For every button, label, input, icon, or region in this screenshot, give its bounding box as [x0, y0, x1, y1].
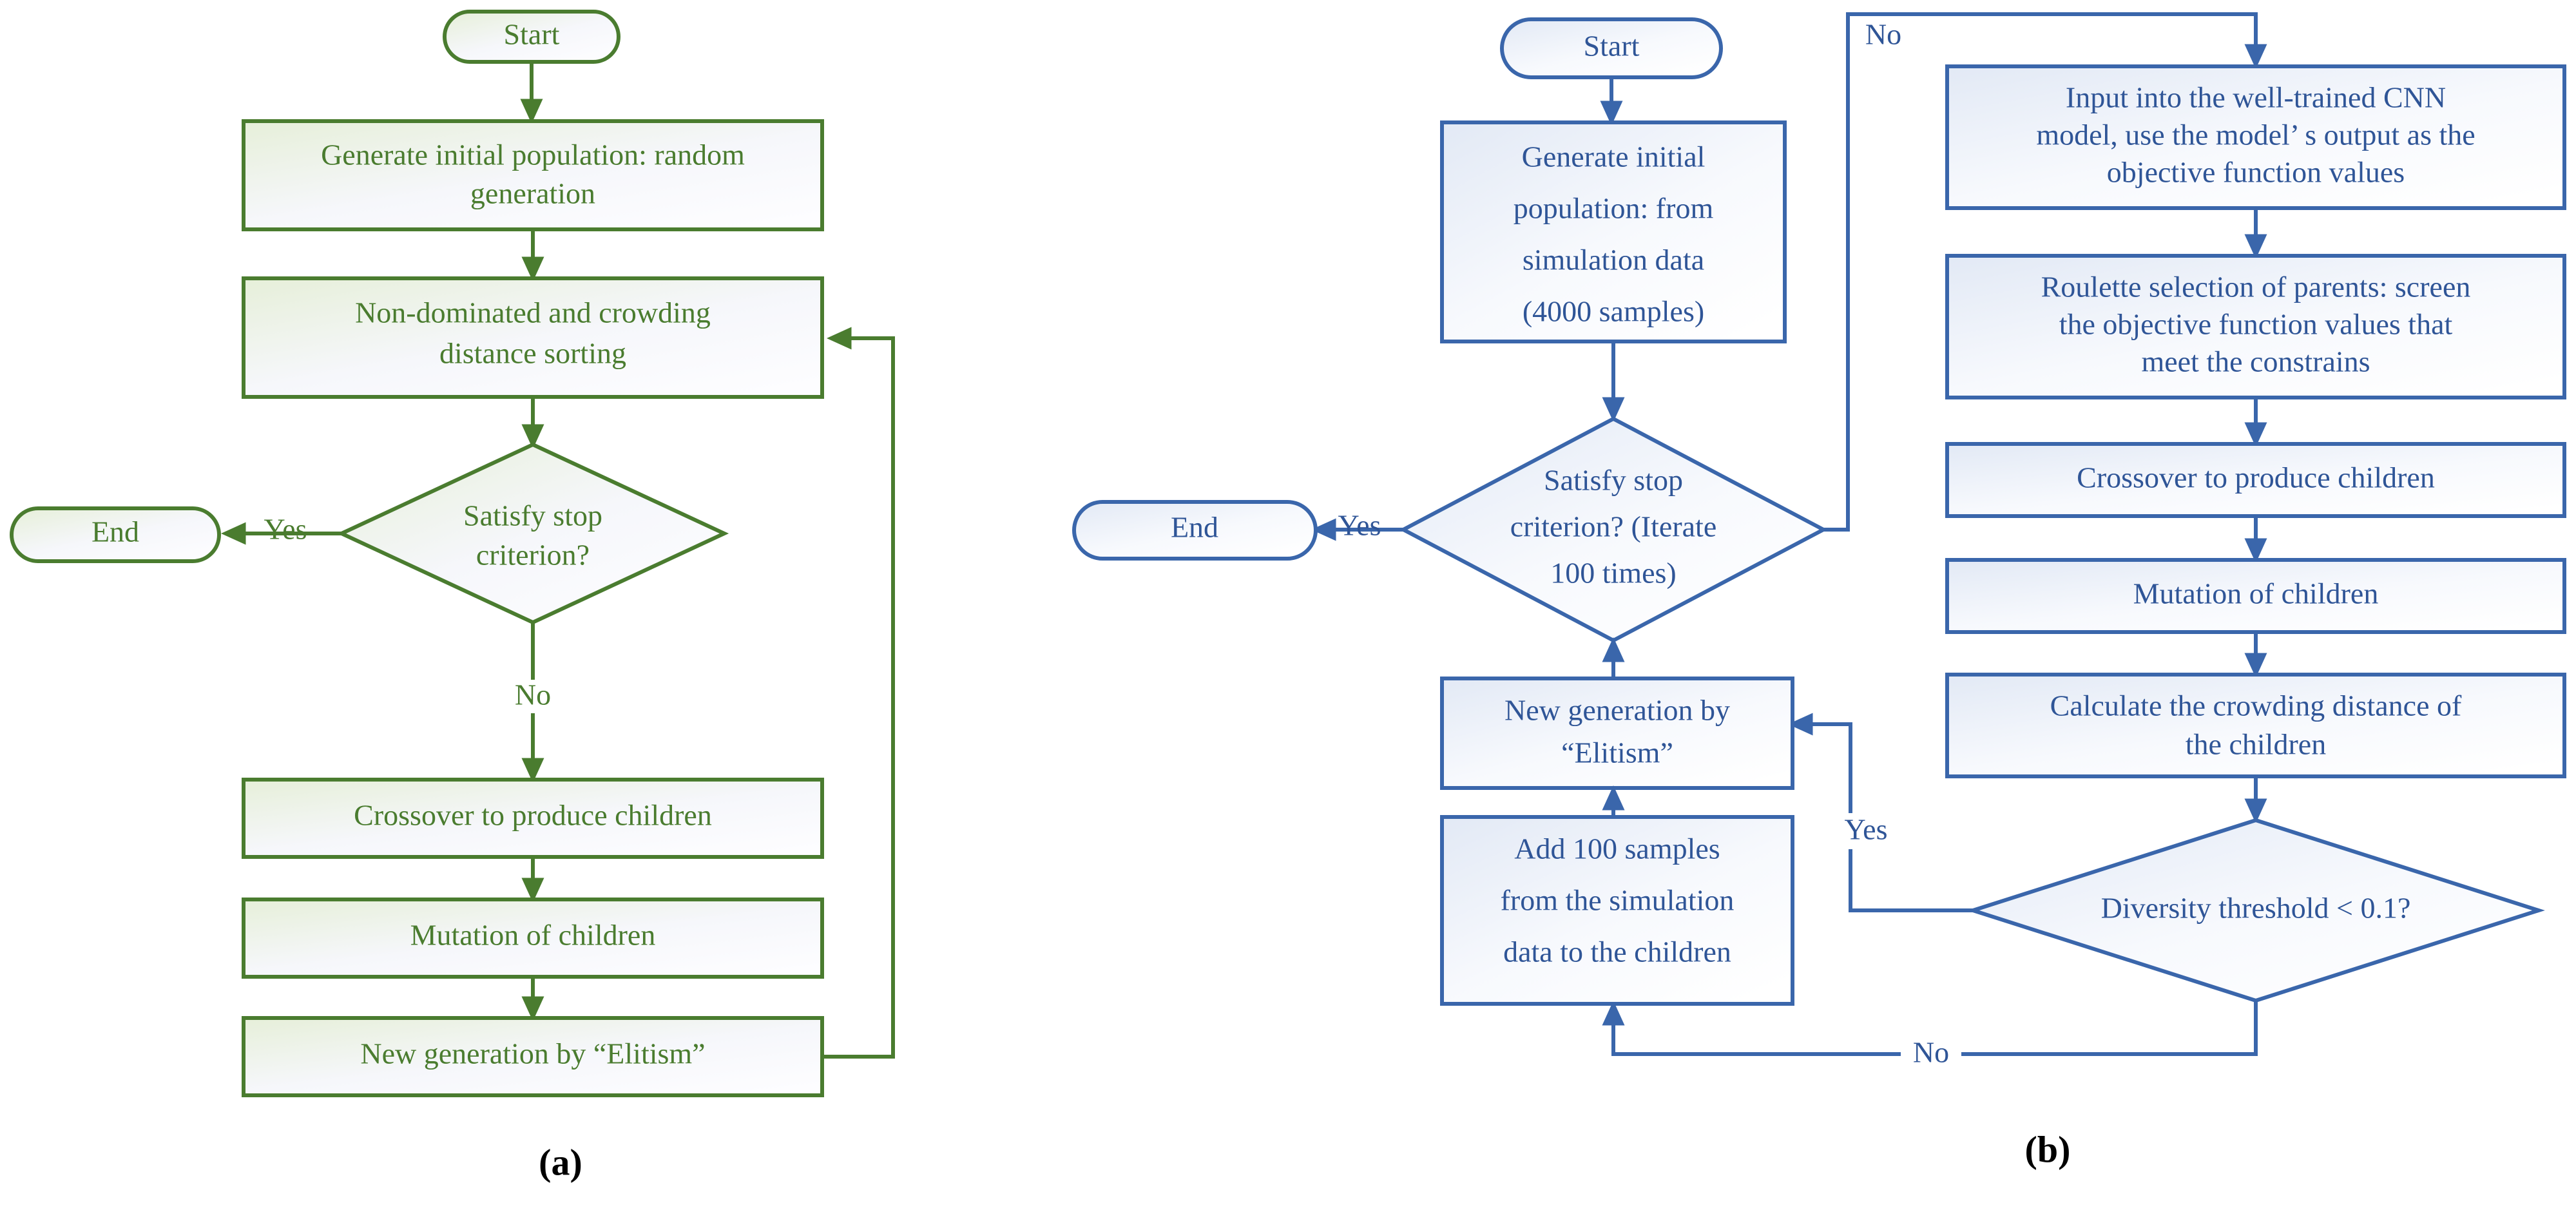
node-b-cnn[interactable]: Input into the well-trained CNN model, u… — [1945, 64, 2566, 210]
node-b-initpop-line1: Generate initial — [1522, 140, 1706, 173]
node-b-start-label: Start — [1584, 30, 1640, 62]
node-b-mutation[interactable]: Mutation of children — [1945, 558, 2566, 634]
edge-label-b-yes-div-bg — [1831, 813, 1899, 849]
edge-a-elitism-feedback-to-sorting — [822, 327, 895, 1059]
node-b-stop-decision[interactable]: Satisfy stop criterion? (Iterate 100 tim… — [1399, 416, 1828, 643]
node-b-elitism-line1: New generation by — [1504, 694, 1730, 727]
node-a-stop-line2: criterion? — [476, 539, 590, 571]
edge-label-a-no-bg — [509, 680, 558, 713]
node-a-crossover[interactable]: Crossover to produce children — [242, 778, 824, 859]
node-b-initpop[interactable]: Generate initial population: from simula… — [1440, 120, 1787, 343]
node-a-sorting-line2: distance sorting — [439, 337, 626, 370]
node-b-stop-line2: criterion? (Iterate — [1510, 510, 1717, 543]
panel-a: Start Generate initial population: rando… — [10, 10, 895, 1183]
edge-label-b-no-div: No — [1913, 1036, 1949, 1069]
node-a-sorting[interactable]: Non-dominated and crowding distance sort… — [242, 276, 824, 399]
node-b-start[interactable]: Start — [1500, 17, 1723, 79]
panel-b: Start Generate initial population: from … — [1072, 12, 2566, 1170]
edge-label-a-yes: Yes — [264, 513, 307, 546]
node-b-roulette-line2: the objective function values that — [2059, 308, 2453, 341]
edge-label-b-no-stop-bg — [1856, 18, 1911, 54]
node-b-initpop-line4: (4000 samples) — [1523, 295, 1704, 328]
edge-label-b-yes-stop: Yes — [1338, 509, 1381, 542]
node-b-mutation-label: Mutation of children — [2133, 577, 2379, 610]
node-a-elitism[interactable]: New generation by “Elitism” — [242, 1016, 824, 1097]
edge-label-b-yes-div: Yes — [1845, 813, 1888, 846]
node-a-crossover-label: Crossover to produce children — [354, 799, 712, 832]
edge-label-b-no-stop: No — [1865, 18, 1901, 51]
node-b-crowding-line2: the children — [2186, 728, 2326, 761]
node-b-initpop-line3: simulation data — [1523, 244, 1704, 276]
node-b-add100-line2: from the simulation — [1501, 884, 1735, 917]
node-b-roulette[interactable]: Roulette selection of parents: screen th… — [1945, 254, 2566, 399]
node-b-cnn-line3: objective function values — [2107, 156, 2405, 189]
node-b-crossover[interactable]: Crossover to produce children — [1945, 442, 2566, 518]
node-a-stop-decision[interactable]: Satisfy stop criterion? — [336, 442, 729, 625]
node-b-diversity-label: Diversity threshold < 0.1? — [2101, 892, 2411, 925]
node-b-add100-line1: Add 100 samples — [1514, 832, 1720, 865]
edge-b-stop-no-to-cnn — [1823, 12, 2267, 532]
node-a-sorting-line1: Non-dominated and crowding — [355, 296, 711, 329]
node-a-initpop-line1: Generate initial population: random — [321, 139, 745, 171]
node-a-mutation[interactable]: Mutation of children — [242, 898, 824, 979]
node-b-end-label: End — [1171, 511, 1218, 544]
node-a-mutation-label: Mutation of children — [410, 919, 656, 952]
node-b-crowding-line1: Calculate the crowding distance of — [2050, 689, 2462, 722]
edge-label-b-no-div-bg — [1901, 1036, 1961, 1072]
caption-panel-a: (a) — [539, 1141, 582, 1183]
node-a-start-label: Start — [504, 18, 560, 51]
node-b-diversity-decision[interactable]: Diversity threshold < 0.1? — [1966, 818, 2545, 1003]
node-a-elitism-label: New generation by “Elitism” — [360, 1037, 705, 1070]
node-a-initpop-line2: generation — [470, 177, 595, 210]
node-b-elitism[interactable]: New generation by “Elitism” — [1440, 677, 1794, 790]
node-a-end-label: End — [91, 515, 139, 548]
node-b-roulette-line1: Roulette selection of parents: screen — [2041, 271, 2471, 303]
node-b-cnn-line1: Input into the well-trained CNN — [2066, 81, 2446, 114]
edge-label-a-no: No — [515, 678, 551, 711]
node-b-add100-line3: data to the children — [1503, 936, 1731, 968]
node-b-end[interactable]: End — [1072, 500, 1318, 561]
node-a-initpop[interactable]: Generate initial population: random gene… — [242, 119, 824, 231]
node-b-stop-line1: Satisfy stop — [1544, 464, 1683, 497]
node-b-cnn-line2: model, use the model’ s output as the — [2036, 119, 2475, 151]
node-a-stop-line1: Satisfy stop — [463, 499, 602, 532]
node-b-stop-line3: 100 times) — [1550, 557, 1676, 590]
node-b-crossover-label: Crossover to produce children — [2077, 461, 2435, 494]
node-b-add100[interactable]: Add 100 samples from the simulation data… — [1440, 815, 1794, 1006]
node-b-elitism-line2: “Elitism” — [1561, 736, 1673, 769]
node-b-crowding[interactable]: Calculate the crowding distance of the c… — [1945, 673, 2566, 778]
caption-panel-b: (b) — [2025, 1128, 2071, 1170]
node-b-initpop-line2: population: from — [1514, 192, 1714, 225]
node-a-start[interactable]: Start — [443, 10, 620, 64]
node-b-roulette-line3: meet the constrains — [2141, 345, 2370, 378]
node-a-end[interactable]: End — [10, 506, 221, 563]
